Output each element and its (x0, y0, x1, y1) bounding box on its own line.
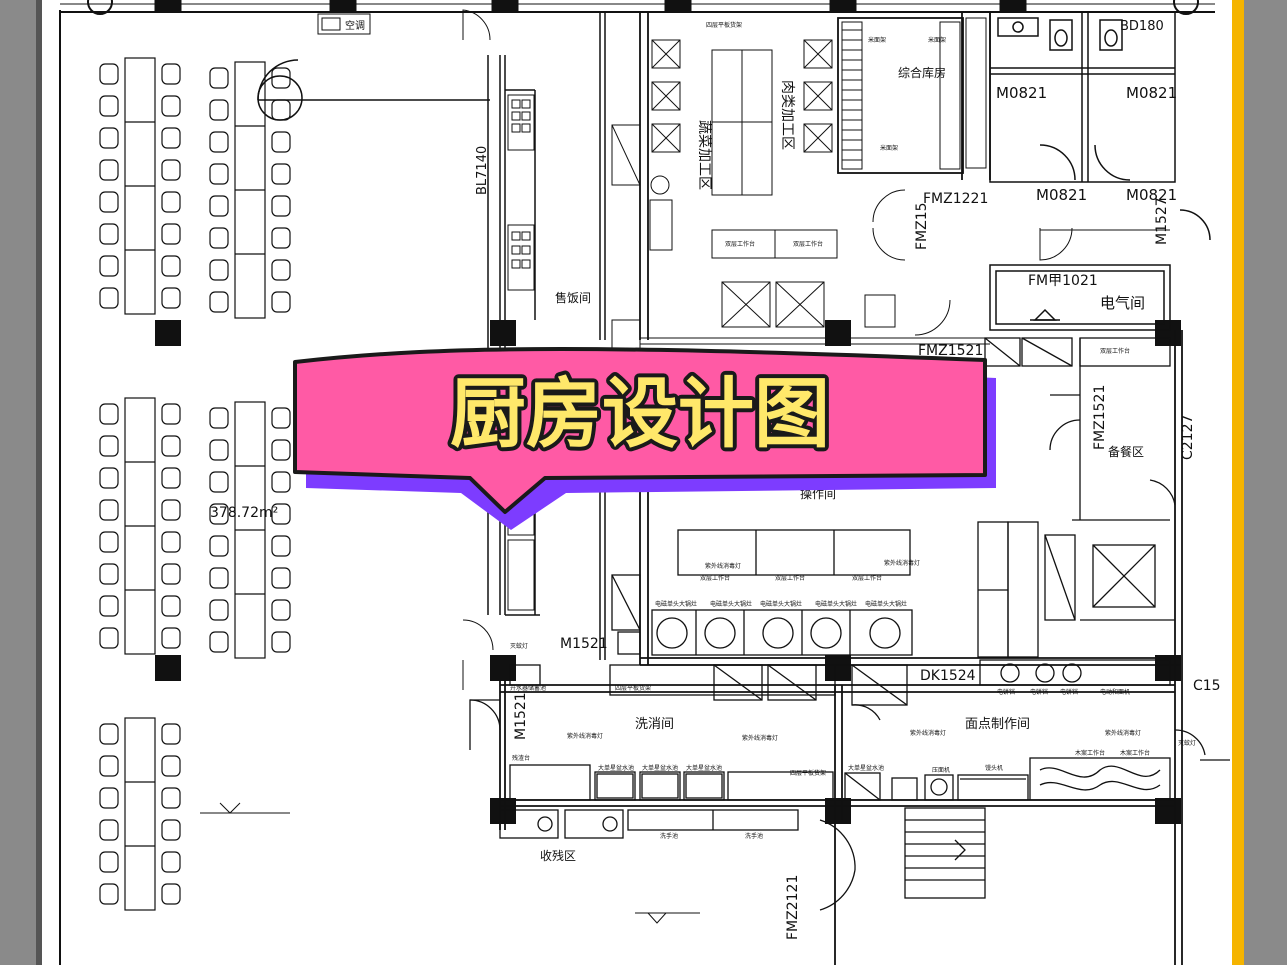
toilet-block (989, 11, 1211, 241)
svg-text:米面架: 米面架 (928, 36, 946, 44)
room-dishwashing-label: 洗消间 (635, 717, 674, 732)
door-fmz1521-a: FMZ1521 (918, 343, 983, 359)
svg-text:紫外线消毒灯: 紫外线消毒灯 (910, 729, 946, 737)
room-storage-label: 综合库房 (898, 65, 946, 80)
svg-text:双层工作台: 双层工作台 (725, 240, 755, 248)
svg-text:压面机: 压面机 (932, 766, 950, 774)
svg-text:残渣台: 残渣台 (512, 754, 530, 762)
door-fmz2121: FMZ2121 (785, 875, 801, 940)
svg-text:灭蚊灯: 灭蚊灯 (1178, 739, 1196, 747)
equipment-labels: 双层工作台 双层工作台 双层工作台 双层工作台 双层工作台 紫外线消毒灯 紫外线… (510, 21, 1196, 840)
serving-doors (462, 9, 494, 690)
svg-text:电饼铛: 电饼铛 (997, 688, 1015, 696)
svg-text:木案工作台: 木案工作台 (1075, 749, 1105, 757)
room-pastry-label: 面点制作间 (965, 717, 1030, 732)
electric-room (989, 264, 1171, 331)
pastry-room (844, 664, 1230, 801)
door-fmz1521-b: FMZ1521 (1092, 385, 1108, 450)
level-marker (200, 802, 700, 924)
door-m0821-d: M0821 (1126, 186, 1177, 204)
svg-text:紫外线消毒灯: 紫外线消毒灯 (705, 562, 741, 570)
svg-text:四层平板货架: 四层平板货架 (615, 684, 651, 692)
svg-text:双层工作台: 双层工作台 (1100, 347, 1130, 355)
right-frame-bar (1232, 0, 1244, 965)
door-m1521-a: M1521 (513, 692, 529, 740)
svg-text:电动和面机: 电动和面机 (1100, 688, 1130, 696)
svg-text:双层工作台: 双层工作台 (852, 574, 882, 582)
svg-text:电磁单头大锅灶: 电磁单头大锅灶 (865, 600, 907, 608)
serving-columns (490, 320, 1181, 824)
svg-text:四层平板货架: 四层平板货架 (706, 21, 742, 29)
door-dk1524: DK1524 (920, 668, 976, 684)
right-margin (1244, 0, 1287, 965)
svg-text:开水器储蓄池: 开水器储蓄池 (510, 684, 546, 692)
window-c15: C15 (1193, 678, 1221, 694)
window-c2127: C2127 (1180, 415, 1196, 460)
room-meat-label: 肉类加工区 (779, 80, 795, 150)
svg-text:紫外线消毒灯: 紫外线消毒灯 (1105, 729, 1141, 737)
prep-area (984, 337, 1176, 621)
door-fmz1221: FMZ1221 (923, 191, 988, 207)
dining-tables (99, 57, 291, 911)
drawing-sheet (40, 0, 1238, 965)
svg-text:紫外线消毒灯: 紫外线消毒灯 (884, 559, 920, 567)
svg-text:双层工作台: 双层工作台 (793, 240, 823, 248)
dining-columns (155, 320, 181, 681)
svg-text:四层平板货架: 四层平板货架 (790, 769, 826, 777)
svg-text:电磁单头大锅灶: 电磁单头大锅灶 (710, 600, 752, 608)
svg-text:大单星盆水池: 大单星盆水池 (598, 764, 634, 772)
svg-text:空调: 空调 (345, 19, 365, 32)
svg-text:紫外线消毒灯: 紫外线消毒灯 (742, 734, 778, 742)
svg-text:电磁单头大锅灶: 电磁单头大锅灶 (655, 600, 697, 608)
door-m0821-a: M0821 (996, 84, 1047, 102)
svg-text:馒头机: 馒头机 (985, 764, 1003, 772)
door-bl7140: BL7140 (475, 146, 490, 195)
svg-text:米面架: 米面架 (880, 144, 898, 152)
leftover-area (499, 807, 986, 911)
svg-text:洗手池: 洗手池 (660, 832, 678, 840)
room-electric-label: 电气间 (1100, 294, 1145, 312)
svg-text:电磁单头大锅灶: 电磁单头大锅灶 (815, 600, 857, 608)
room-vegetable-label: 蔬菜加工区 (696, 120, 712, 190)
room-serving-label: 售饭间 (555, 290, 591, 305)
svg-text:电饼铛: 电饼铛 (1030, 688, 1048, 696)
left-frame-bar (36, 0, 42, 965)
svg-text:电磁单头大锅灶: 电磁单头大锅灶 (760, 600, 802, 608)
svg-text:双层工作台: 双层工作台 (700, 574, 730, 582)
corridor-doors (872, 189, 1170, 261)
svg-text:双层工作台: 双层工作台 (775, 574, 805, 582)
svg-text:大单星盆水池: 大单星盆水池 (848, 764, 884, 772)
svg-text:大单星盆水池: 大单星盆水池 (686, 764, 722, 772)
room-operation-label: 操作间 (800, 486, 836, 501)
svg-text:米面架: 米面架 (868, 36, 886, 44)
room-leftover-label: 收残区 (540, 849, 576, 863)
door-fmz15: FMZ15 (914, 202, 930, 250)
svg-text:紫外线消毒灯: 紫外线消毒灯 (567, 732, 603, 740)
door-m0821-b: M0821 (1126, 84, 1177, 102)
svg-text:大单星盆水池: 大单星盆水池 (642, 764, 678, 772)
air-conditioner: 空调 (317, 13, 371, 35)
door-bd180: BD180 (1120, 19, 1164, 34)
processing-zone (611, 39, 990, 351)
operation-room (611, 521, 1171, 686)
dishwashing-room (469, 664, 836, 801)
svg-text:电饼铛: 电饼铛 (1060, 688, 1078, 696)
room-prep-label: 备餐区 (1108, 444, 1144, 459)
svg-text:洗手池: 洗手池 (745, 832, 763, 840)
door-fmj1021: FM甲1021 (1028, 273, 1098, 289)
dining-area-label: 378.72m² (210, 505, 278, 521)
door-m0821-c: M0821 (1036, 186, 1087, 204)
svg-text:灭蚊灯: 灭蚊灯 (510, 642, 528, 650)
svg-text:木案工作台: 木案工作台 (1120, 749, 1150, 757)
door-m1527: M1527 (1154, 197, 1170, 245)
door-m1521-b: M1521 (560, 636, 608, 652)
